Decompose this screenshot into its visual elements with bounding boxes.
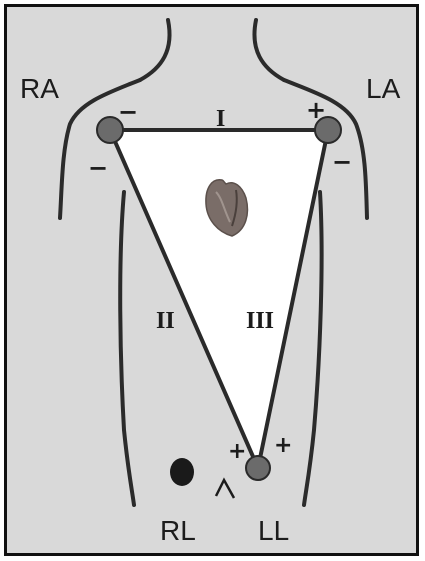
- sign-la-lead3: −: [332, 148, 352, 176]
- neck-right-outline: [254, 20, 284, 80]
- label-ra: RA: [20, 73, 59, 104]
- label-rl: RL: [160, 515, 196, 546]
- torso-left-outline: [120, 192, 134, 505]
- label-lead-3: III: [246, 308, 274, 334]
- sign-ll-lead2: +: [228, 439, 246, 464]
- sign-la-lead1: +: [306, 96, 326, 124]
- caret-mark: [216, 480, 234, 498]
- label-la: LA: [366, 73, 401, 104]
- neck-left-outline: [140, 20, 170, 80]
- electrode-ll: [246, 456, 270, 480]
- sign-ra-lead2: −: [88, 154, 108, 182]
- sign-ra-lead1: −: [118, 98, 138, 126]
- label-ll: LL: [258, 515, 289, 546]
- electrode-rl: [170, 458, 194, 486]
- sign-ll-lead3: +: [274, 433, 292, 458]
- label-lead-2: II: [156, 308, 175, 334]
- label-lead-1: I: [216, 106, 225, 132]
